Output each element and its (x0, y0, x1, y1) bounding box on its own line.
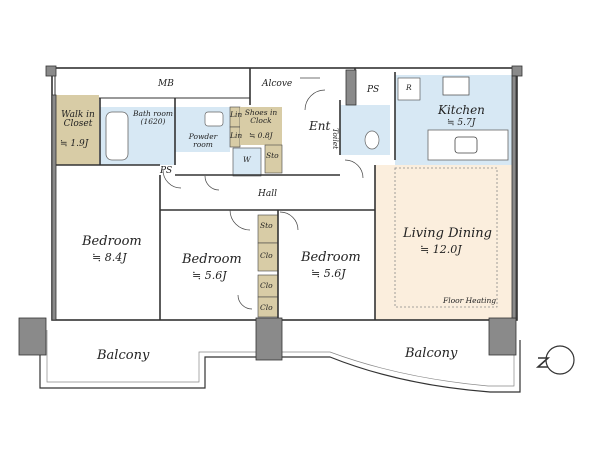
mb-label: MB (158, 79, 174, 89)
balcony-left-outline (39, 325, 258, 389)
living-dining-size: ≒ 12.0J (420, 243, 462, 256)
floor-heating-label: Floor Heating (443, 296, 497, 305)
balcony-right-inner (282, 340, 515, 387)
closet-3-label: Clo (260, 303, 273, 312)
toilet-area (340, 105, 390, 155)
washer-area (232, 147, 262, 177)
bedroom-2-size: ≒ 5.6J (192, 269, 227, 282)
kitchen-size: ≒ 5.7J (447, 118, 476, 128)
living-dining-label: Living Dining (403, 226, 492, 241)
sink (204, 111, 224, 127)
lin-2-label: Lin (230, 131, 243, 140)
shoes-in-clock-label: Shoes in Clock (244, 108, 278, 125)
bedroom-3-label: Bedroom (301, 250, 361, 265)
closet-2-label: Clo (260, 281, 273, 290)
balcony-right-label: Balcony (405, 346, 458, 361)
balcony-right-outline (282, 340, 521, 393)
toilet-label: Toilet (331, 128, 340, 150)
kitchen-sink (454, 136, 478, 154)
mb-area (54, 67, 251, 99)
lin-1-label: Lin (230, 110, 243, 119)
bathroom-label: Bath room (1620) (133, 109, 173, 126)
bedroom-1-label: Bedroom (82, 234, 142, 249)
refrigerator-label: R (406, 83, 412, 92)
bedroom-1-size: ≒ 8.4J (92, 251, 127, 264)
entrance-label: Ent (309, 119, 331, 133)
compass-icon (535, 345, 580, 375)
walk-in-closet-size: ≒ 1.9J (60, 139, 89, 149)
ps-top-label: PS (367, 85, 380, 95)
shoes-closet-area (240, 107, 282, 145)
storage-entrance (264, 144, 283, 174)
bathtub (105, 111, 129, 161)
living-dining-area (375, 165, 515, 320)
storage-entrance-label: Sto (266, 151, 279, 160)
washer-label: W (243, 155, 251, 164)
alcove-label: Alcove (262, 79, 293, 89)
hall-label: Hall (258, 189, 277, 199)
walk-in-closet-area (56, 95, 99, 165)
refrigerator-area (397, 77, 421, 101)
storage-hall-label: Sto (260, 221, 273, 230)
structural-columns (18, 65, 523, 361)
door-swings (162, 77, 364, 310)
powder-room-label: Powder room (188, 132, 218, 149)
floor-heating-zone (394, 167, 498, 308)
balcony-left-inner (46, 330, 258, 383)
bedroom-2-label: Bedroom (182, 252, 242, 267)
ps-small-label: PS (160, 166, 173, 176)
stove (442, 76, 470, 96)
toilet-bowl (364, 130, 380, 150)
kitchen-label: Kitchen (438, 103, 485, 117)
bedroom-3-size: ≒ 5.6J (311, 267, 346, 280)
closet-1-label: Clo (260, 251, 273, 260)
shoes-in-clock-size: ≒ 0.8J (249, 131, 273, 140)
balcony-left-label: Balcony (97, 348, 150, 363)
walk-in-closet-label: Walk in Closet (61, 110, 95, 130)
